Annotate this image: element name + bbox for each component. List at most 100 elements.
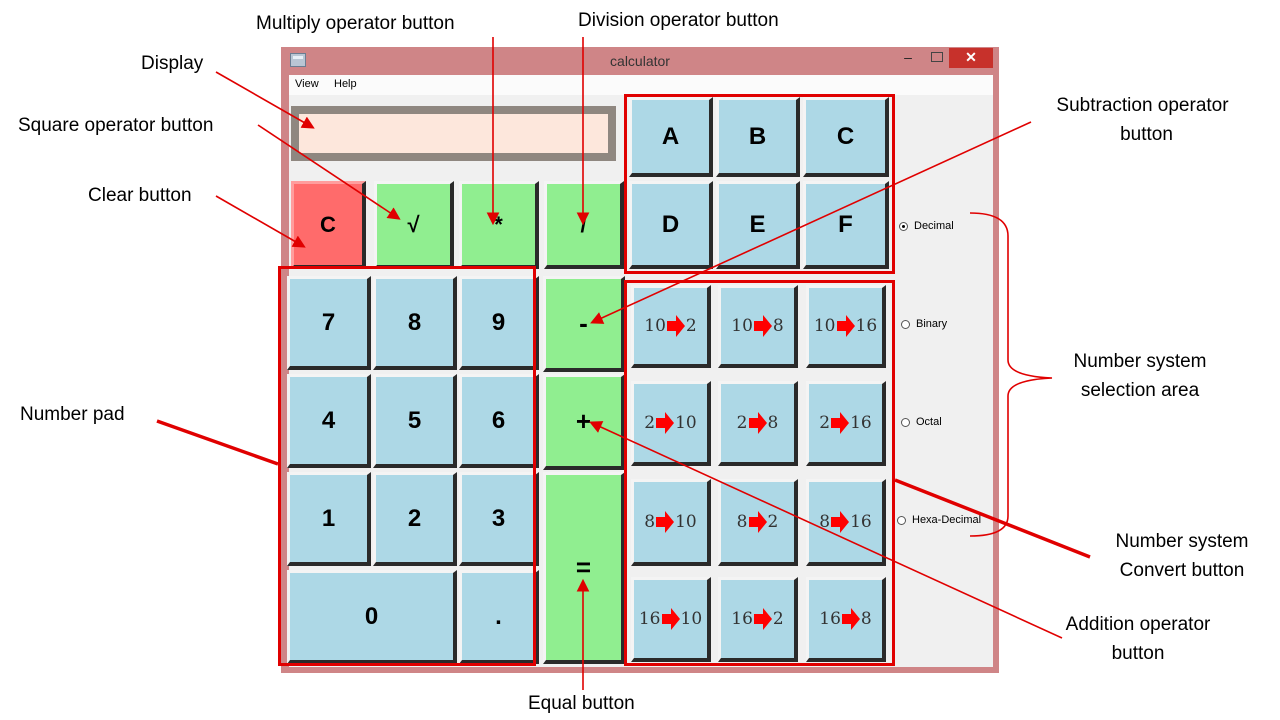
hex-b-button[interactable]: B — [716, 97, 800, 177]
display-frame — [291, 106, 616, 161]
right-arrow-icon — [836, 315, 855, 337]
convert-from-label: 10 — [813, 316, 836, 336]
digit-4-button[interactable]: 4 — [287, 374, 371, 468]
radio-hexa-decimal[interactable]: Hexa-Decimal — [897, 514, 981, 526]
annotation-ns-selection-line2: selection area — [1080, 380, 1200, 401]
convert-from-label: 2 — [736, 413, 748, 433]
annotation-square: Square operator button — [18, 115, 214, 136]
add-button[interactable]: + — [543, 374, 625, 470]
right-arrow-icon — [753, 608, 772, 630]
digit-7-button[interactable]: 7 — [287, 276, 371, 370]
divide-button[interactable]: / — [544, 181, 624, 269]
minimize-button[interactable]: – — [904, 49, 912, 65]
annotation-multiply: Multiply operator button — [256, 13, 455, 34]
radio-binary[interactable]: Binary — [901, 318, 947, 330]
equals-button[interactable]: = — [543, 472, 625, 664]
annotation-ns-selection: Number system selection area — [1050, 347, 1230, 405]
number-pad-line — [156, 419, 279, 466]
sqrt-button[interactable]: √ — [374, 181, 454, 269]
radio-label-hexa-decimal: Hexa-Decimal — [912, 514, 982, 526]
convert-8-to-16-button[interactable]: 8 16 — [806, 479, 886, 566]
annotation-clear: Clear button — [88, 185, 192, 206]
convert-10-to-2-button[interactable]: 10 2 — [631, 285, 711, 368]
hex-e-button[interactable]: E — [716, 181, 800, 269]
clear-button[interactable]: C — [291, 181, 366, 269]
convert-from-label: 8 — [819, 512, 831, 532]
annotation-ns-convert-line1: Number system — [1115, 531, 1249, 552]
digit-8-button[interactable]: 8 — [373, 276, 457, 370]
window-title: calculator — [610, 53, 670, 69]
digit-5-button[interactable]: 5 — [373, 374, 457, 468]
multiply-button[interactable]: * — [459, 181, 539, 269]
menu-bar: View Help — [289, 75, 993, 95]
calculator-app-icon — [290, 53, 306, 67]
convert-from-label: 2 — [644, 413, 656, 433]
radio-dot-selected — [899, 221, 908, 231]
convert-from-label: 2 — [819, 413, 831, 433]
annotation-addition-line1: Addition operator — [1065, 614, 1211, 635]
convert-to-label: 2 — [772, 609, 784, 629]
digit-2-button[interactable]: 2 — [373, 472, 457, 566]
digit-6-button[interactable]: 6 — [459, 374, 539, 468]
display-field[interactable] — [299, 114, 608, 153]
right-arrow-icon — [661, 608, 680, 630]
convert-from-label: 8 — [736, 512, 748, 532]
annotation-addition: Addition operator button — [1042, 610, 1234, 668]
convert-to-label: 2 — [767, 512, 779, 532]
radio-decimal[interactable]: Decimal — [899, 220, 954, 232]
convert-to-label: 16 — [850, 512, 872, 532]
hex-c-button[interactable]: C — [803, 97, 889, 177]
hex-f-button[interactable]: F — [803, 181, 889, 269]
annotation-subtraction-line1: Subtraction operator — [1056, 95, 1229, 116]
radio-dot — [897, 515, 906, 525]
subtract-button[interactable]: - — [543, 276, 625, 372]
right-arrow-icon — [753, 315, 772, 337]
annotation-display: Display — [141, 53, 204, 74]
maximize-button[interactable] — [927, 48, 947, 68]
right-arrow-icon — [831, 511, 850, 533]
right-arrow-icon — [666, 315, 685, 337]
digit-3-button[interactable]: 3 — [459, 472, 539, 566]
decimal-point-button[interactable]: . — [459, 570, 539, 664]
annotation-division: Division operator button — [578, 10, 779, 31]
hex-a-button[interactable]: A — [629, 97, 713, 177]
digit-1-button[interactable]: 1 — [287, 472, 371, 566]
annotation-subtraction: Subtraction operator button — [1030, 91, 1255, 149]
convert-to-label: 10 — [675, 512, 697, 532]
annotation-ns-selection-line1: Number system — [1073, 351, 1207, 372]
convert-from-label: 10 — [731, 316, 753, 336]
menu-help[interactable]: Help — [334, 78, 357, 90]
radio-dot — [901, 417, 910, 427]
convert-to-label: 16 — [850, 413, 872, 433]
right-arrow-icon — [748, 511, 767, 533]
title-bar: calculator – ✕ — [281, 47, 999, 75]
hex-d-button[interactable]: D — [629, 181, 713, 269]
radio-octal[interactable]: Octal — [901, 416, 942, 428]
right-arrow-icon — [841, 608, 860, 630]
convert-2-to-16-button[interactable]: 2 16 — [806, 381, 886, 466]
convert-to-label: 10 — [680, 609, 703, 629]
annotation-equal: Equal button — [528, 693, 635, 714]
convert-from-label: 10 — [644, 316, 666, 336]
annotation-subtraction-line2: button — [1120, 124, 1173, 145]
convert-to-label: 8 — [767, 413, 779, 433]
right-arrow-icon — [831, 412, 850, 434]
convert-to-label: 2 — [685, 316, 697, 336]
annotation-ns-convert: Number system Convert button — [1094, 527, 1270, 585]
digit-9-button[interactable]: 9 — [459, 276, 539, 370]
radio-label-decimal: Decimal — [914, 220, 954, 232]
right-arrow-icon — [656, 511, 675, 533]
close-button[interactable]: ✕ — [949, 48, 993, 68]
menu-view[interactable]: View — [295, 78, 319, 90]
digit-0-button[interactable]: 0 — [287, 570, 457, 664]
convert-from-label: 16 — [638, 609, 661, 629]
